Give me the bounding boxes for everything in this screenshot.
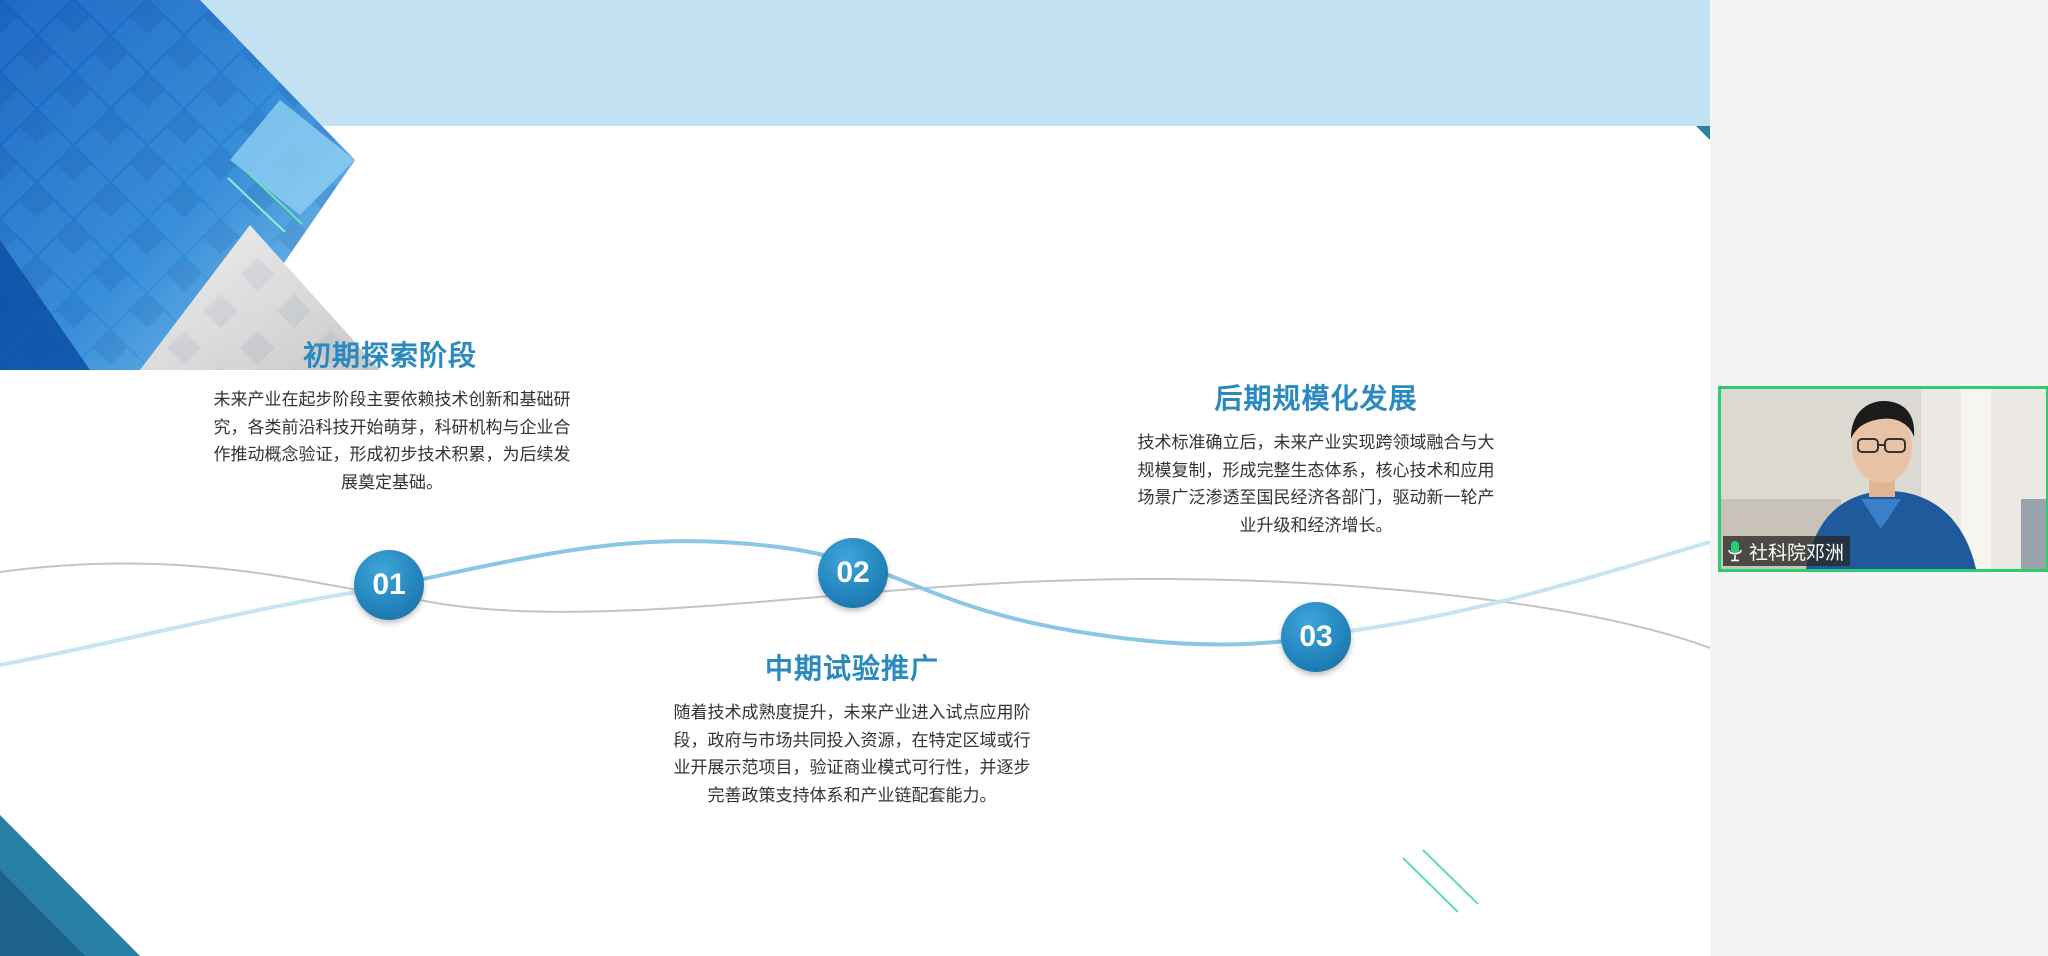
stage-2-description: 随着技术成熟度提升，未来产业进入试点应用阶段，政府与市场共同投入资源，在特定区域… (673, 703, 1031, 806)
stage-3-title: 后期规模化发展 (1214, 382, 1418, 415)
stage-1-node: 01 (354, 550, 424, 620)
participant-video-tile[interactable]: 社科院邓洲 (1718, 386, 2048, 572)
participant-name: 社科院邓洲 (1749, 541, 1845, 564)
stage-2-node: 02 (818, 538, 888, 608)
decoration-graphics (0, 0, 1710, 956)
stage-3-description: 技术标准确立后，未来产业实现跨领域融合与大规模复制，形成完整生态体系，核心技术和… (1137, 433, 1495, 536)
accent-line (1422, 849, 1479, 905)
mic-icon (1728, 541, 1742, 562)
stage-3-node: 03 (1281, 602, 1351, 672)
accent-line (227, 177, 286, 233)
corner-mosaic (0, 0, 380, 370)
stage-1-description: 未来产业在起步阶段主要依赖技术创新和基础研究，各类前沿科技开始萌芽，科研机构与企… (213, 390, 571, 493)
presentation-slide: 初期探索阶段 未来产业在起步阶段主要依赖技术创新和基础研究，各类前沿科技开始萌芽… (0, 0, 1710, 956)
timeline-wave-gray (0, 562, 1710, 649)
stage-2-title: 中期试验推广 (764, 652, 939, 685)
accent-line (1402, 857, 1459, 913)
participant-name-tag: 社科院邓洲 (1723, 536, 1851, 566)
accent-line (244, 169, 303, 225)
stage-1-title: 初期探索阶段 (302, 339, 477, 372)
timeline-wave-light (0, 540, 1710, 667)
